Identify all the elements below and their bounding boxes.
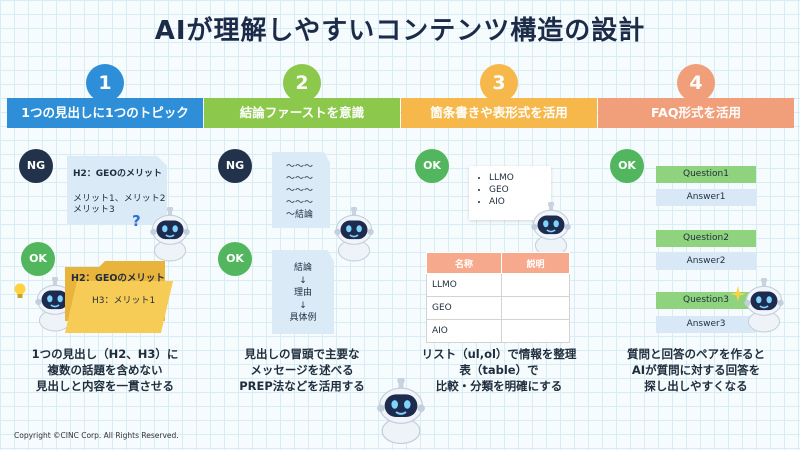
- column-description: 1つの見出し（H2、H3）に複数の話題を含めない見出しと内容を一貫させる: [31, 347, 179, 393]
- sparkle-icon: [730, 286, 746, 302]
- table-header: 名称: [426, 252, 502, 274]
- step-number: 2: [283, 64, 321, 102]
- robot-icon: [531, 202, 571, 257]
- faq-question: Question3: [656, 292, 756, 309]
- list-item: LLMO: [489, 172, 551, 184]
- ok-badge: OK: [21, 242, 55, 276]
- step-number: 4: [677, 64, 715, 102]
- folder-h2: H2：GEOのメリット: [71, 273, 165, 284]
- column-4: 4 FAQ形式を活用 OK Question1 Answer1 Question…: [598, 64, 794, 394]
- robot-icon: [744, 278, 784, 333]
- faq-answer: Answer2: [656, 253, 756, 270]
- doc-line: メリット3: [73, 205, 115, 215]
- ng-badge: NG: [218, 149, 252, 183]
- copyright: Copyright ©CINC Corp. All Rights Reserve…: [14, 431, 179, 440]
- ok-badge: OK: [610, 149, 644, 183]
- faq-question: Question1: [656, 166, 756, 183]
- ng-document: ～～～～～～～～～～～～～結論: [272, 152, 330, 228]
- doc-text: ～～～～～～～～～～～～～結論: [286, 162, 314, 220]
- table-row: GEO: [426, 296, 570, 320]
- ok-document: 結論↓理由↓具体例: [272, 250, 334, 334]
- doc-text: 結論↓理由↓具体例: [289, 263, 317, 323]
- data-table: 名称 説明 LLMO GEO AIO: [426, 252, 570, 343]
- list-item: GEO: [489, 184, 551, 196]
- robot-icon: [334, 207, 374, 262]
- page-title: AIが理解しやすいコンテンツ構造の設計: [154, 16, 646, 46]
- ok-badge: OK: [218, 242, 252, 276]
- step-number: 3: [480, 64, 518, 102]
- ok-badge: OK: [415, 149, 449, 183]
- ng-document: H2：GEOのメリット メリット1、メリット2 メリット3: [67, 156, 167, 224]
- ng-badge: NG: [19, 149, 53, 183]
- list-item: AIO: [489, 196, 551, 208]
- doc-line: メリット1、メリット2: [73, 194, 166, 204]
- column-header: 結論ファーストを意識: [204, 98, 400, 128]
- column-2: 2 結論ファーストを意識 NG ～～～～～～～～～～～～～結論 OK 結論↓理由…: [204, 64, 400, 394]
- column-1: 1 1つの見出しに1つのトピック NG H2：GEOのメリット メリット1、メリ…: [7, 64, 203, 394]
- robot-icon: [150, 207, 190, 262]
- folder-icon: [65, 261, 173, 333]
- column-header: 1つの見出しに1つのトピック: [7, 98, 203, 128]
- column-description: リスト（ul,ol）で情報を整理表（table）で比較・分類を明確にする: [421, 347, 577, 393]
- table-row: AIO: [426, 319, 570, 343]
- folder-h3: H3：メリット1: [92, 296, 156, 306]
- column-header: 箇条書きや表形式を活用: [401, 98, 597, 128]
- lightbulb-icon: [14, 283, 26, 298]
- faq-answer: Answer1: [656, 189, 756, 206]
- faq-answer: Answer3: [656, 316, 756, 333]
- bullet-list: LLMO GEO AIO: [469, 166, 551, 220]
- question-mark-icon: ?: [132, 212, 141, 230]
- column-3: 3 箇条書きや表形式を活用 OK LLMO GEO AIO 名称 説明 LLMO…: [401, 64, 597, 394]
- robot-icon: [376, 378, 426, 445]
- doc-line: H2：GEOのメリット: [73, 169, 162, 179]
- column-header: FAQ形式を活用: [598, 98, 794, 128]
- faq-question: Question2: [656, 230, 756, 247]
- table-header: 説明: [501, 252, 570, 274]
- step-number: 1: [86, 64, 124, 102]
- table-row: LLMO: [426, 273, 570, 297]
